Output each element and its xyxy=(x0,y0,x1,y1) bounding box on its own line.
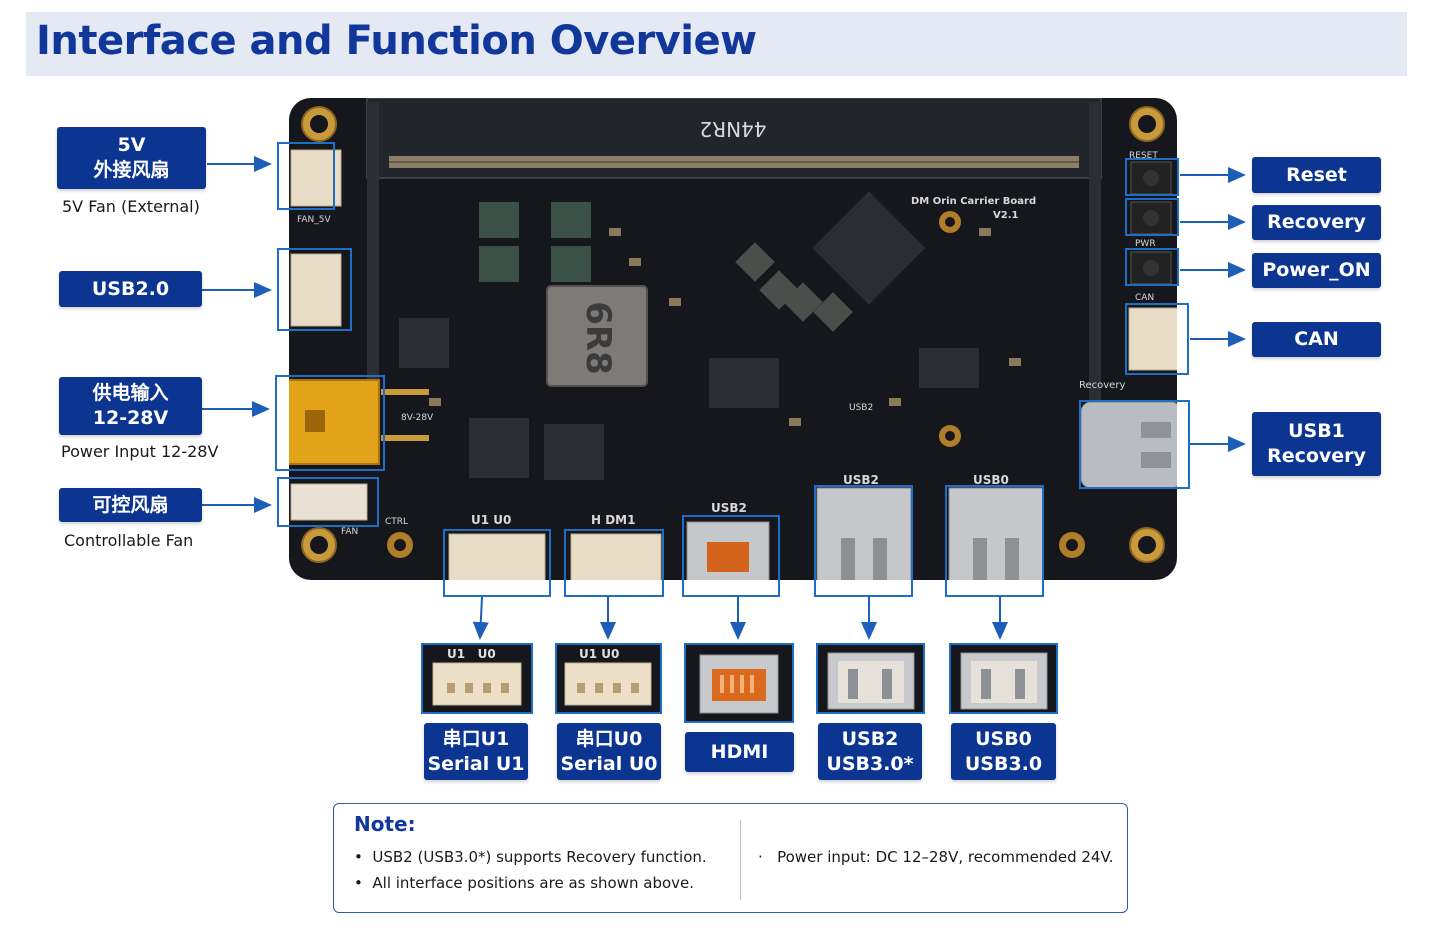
label-usb2: USB2 USB3.0* xyxy=(818,723,922,780)
label-ctrlfan: 可控风扇 xyxy=(59,488,202,522)
photo-serial-u1-silk: U1 U0 xyxy=(447,647,496,661)
label-ctrlfan-line1: 可控风扇 xyxy=(92,493,169,516)
note-item-1: • USB2 (USB3.0*) supports Recovery funct… xyxy=(354,848,707,866)
label-usb1: USB1 Recovery xyxy=(1252,412,1381,476)
photo-serial-u0: U1 U0 xyxy=(555,643,662,714)
note-divider xyxy=(740,820,741,900)
silk-usb0: USB0 xyxy=(973,473,1009,487)
photo-usb0 xyxy=(949,643,1058,714)
label-reset-line1: Reset xyxy=(1286,163,1347,186)
note-box: Note: • USB2 (USB3.0*) supports Recovery… xyxy=(333,803,1128,913)
note-item-3-text: Power input: DC 12–28V, recommended 24V. xyxy=(777,848,1114,866)
label-serial-u0-line1: 串口U0 xyxy=(575,727,643,750)
note-item-1-text: USB2 (USB3.0*) supports Recovery functio… xyxy=(372,848,707,866)
label-hdmi: HDMI xyxy=(685,732,794,772)
title-bar: Interface and Function Overview xyxy=(26,12,1407,76)
label-serial-u0: 串口U0 Serial U0 xyxy=(557,723,661,780)
silk-vin: 8V-28V xyxy=(401,413,434,423)
silk-usb2-small: USB2 xyxy=(849,403,873,413)
label-usb2-line1: USB2 xyxy=(841,727,899,750)
label-power-line1: 供电输入 xyxy=(92,382,169,404)
carrier-board-drawing: 44NR2 6R8 DM Orin Carrier Board V2.1 RES… xyxy=(282,97,1182,593)
label-usb0-line2: USB3.0 xyxy=(964,752,1043,775)
photo-usb0-drawing xyxy=(960,652,1048,710)
carrier-board-image: 44NR2 6R8 DM Orin Carrier Board V2.1 RES… xyxy=(282,97,1182,593)
label-usb20: USB2.0 xyxy=(59,271,202,307)
label-fan5v-line2: 外接风扇 xyxy=(93,159,170,181)
silk-ctrl: CTRL xyxy=(385,517,408,527)
label-fan5v-line1: 5V xyxy=(117,134,146,156)
silk-inductor: 6R8 xyxy=(578,301,618,375)
silk-u1u0: U1 U0 xyxy=(471,513,511,527)
label-serial-u0-line2: Serial U0 xyxy=(560,752,658,775)
label-poweron-line1: Power_ON xyxy=(1262,259,1371,281)
silk-module: 44NR2 xyxy=(699,117,766,141)
silk-usb2: USB2 xyxy=(843,473,879,487)
label-fan5v: 5V 外接风扇 xyxy=(57,127,206,189)
silk-pwr: PWR xyxy=(1135,239,1156,249)
label-power-line2: 12-28V xyxy=(92,407,169,429)
note-item-2-text: All interface positions are as shown abo… xyxy=(372,874,695,892)
silk-board-name: DM Orin Carrier Board xyxy=(911,196,1036,207)
label-usb0: USB0 USB3.0 xyxy=(951,723,1056,780)
label-serial-u1-line2: Serial U1 xyxy=(427,752,525,775)
label-hdmi-line1: HDMI xyxy=(710,740,769,763)
photo-serial-u0-drawing: U1 U0 xyxy=(564,647,652,706)
label-poweron: Power_ON xyxy=(1252,253,1381,288)
note-item-3: · Power input: DC 12–28V, recommended 24… xyxy=(758,848,1114,866)
photo-usb2-drawing xyxy=(827,652,915,710)
silk-can: CAN xyxy=(1135,293,1154,303)
page-title: Interface and Function Overview xyxy=(36,18,757,64)
label-usb2-line2: USB3.0* xyxy=(826,752,914,775)
silk-fan5v: FAN_5V xyxy=(297,215,331,225)
silk-usb2-hdmi: USB2 xyxy=(711,501,747,515)
photo-hdmi-drawing xyxy=(699,654,779,714)
silk-board-version: V2.1 xyxy=(993,210,1018,221)
caption-power: Power Input 12-28V xyxy=(61,442,219,461)
photo-usb2 xyxy=(816,643,925,714)
label-power: 供电输入 12-28V xyxy=(59,377,202,435)
label-usb20-line1: USB2.0 xyxy=(91,277,170,300)
label-serial-u1: 串口U1 Serial U1 xyxy=(424,723,528,780)
photo-serial-u1: U1 U0 xyxy=(421,643,533,714)
label-reset: Reset xyxy=(1252,157,1381,193)
label-usb1-line1: USB1 xyxy=(1288,420,1345,442)
silk-fan: FAN xyxy=(341,527,358,537)
label-serial-u1-line1: 串口U1 xyxy=(442,727,510,750)
photo-serial-u0-silk: U1 U0 xyxy=(579,647,619,661)
label-recovery-line1: Recovery xyxy=(1267,211,1366,233)
silk-reset: RESET xyxy=(1129,151,1158,161)
caption-ctrlfan: Controllable Fan xyxy=(64,531,194,550)
label-can-line1: CAN xyxy=(1294,328,1339,350)
note-item-2: • All interface positions are as shown a… xyxy=(354,874,695,892)
photo-hdmi xyxy=(684,643,794,723)
label-can: CAN xyxy=(1252,322,1381,357)
label-recovery: Recovery xyxy=(1252,205,1381,240)
silk-hdm1: H DM1 xyxy=(591,513,635,527)
caption-fan5v: 5V Fan (External) xyxy=(62,197,200,216)
label-usb0-line1: USB0 xyxy=(975,727,1032,750)
photo-serial-u1-drawing: U1 U0 xyxy=(432,647,522,706)
silk-recovery: Recovery xyxy=(1079,380,1125,391)
note-title: Note: xyxy=(354,812,416,836)
label-usb1-line2: Recovery xyxy=(1267,445,1366,467)
